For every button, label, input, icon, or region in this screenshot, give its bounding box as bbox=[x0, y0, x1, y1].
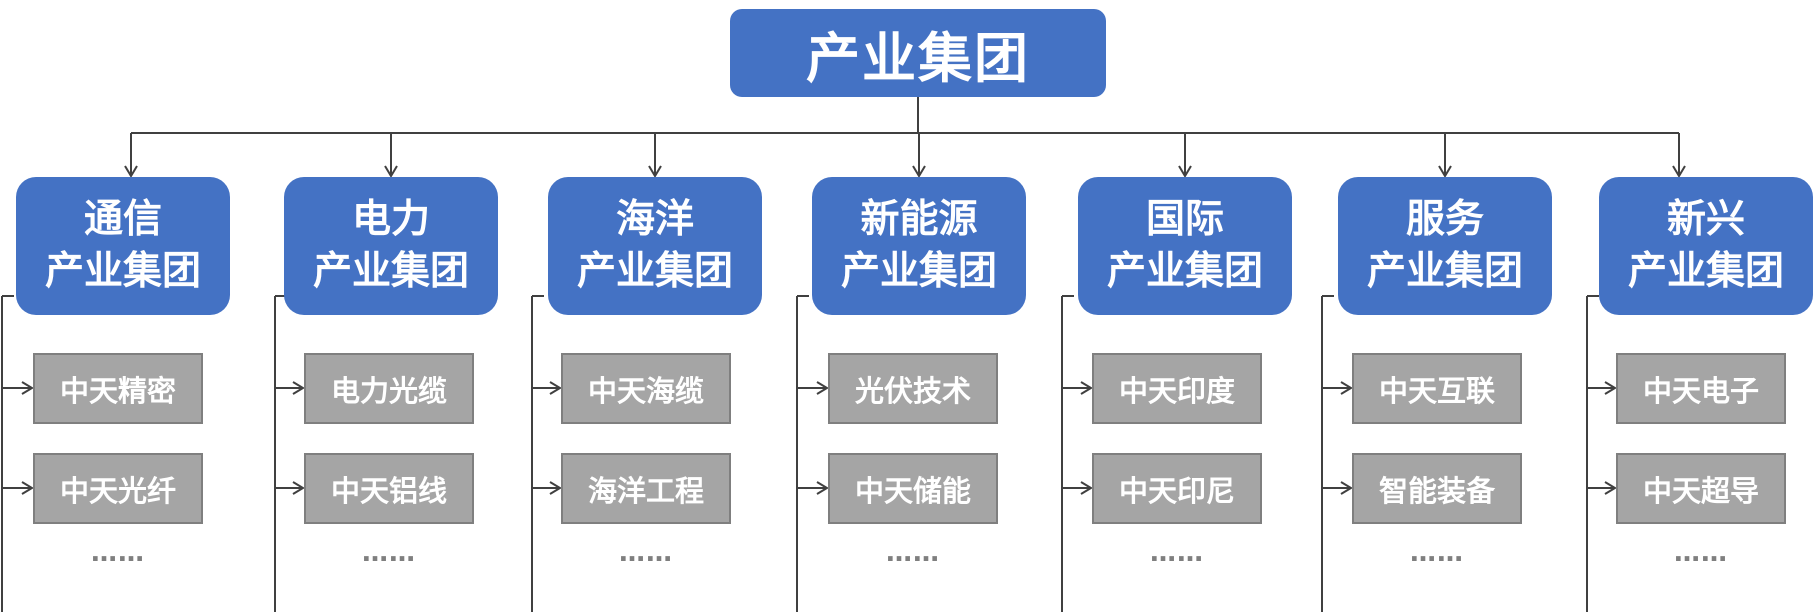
arrow-right-icon bbox=[549, 381, 562, 395]
arrow-right-icon bbox=[1340, 481, 1353, 495]
more-ellipsis: …… bbox=[619, 538, 673, 568]
company-node: 光伏技术 bbox=[828, 353, 998, 424]
company-node: 中天铝线 bbox=[304, 453, 474, 524]
arrow-down-icon bbox=[648, 165, 662, 178]
group-node-xinxing: 新兴 产业集团 bbox=[1599, 177, 1813, 315]
arrow-down-icon bbox=[124, 165, 138, 178]
arrow-down-icon bbox=[1672, 165, 1686, 178]
more-ellipsis: …… bbox=[1150, 538, 1204, 568]
company-node: 中天光纤 bbox=[33, 453, 203, 524]
group-node-xinnengyuan: 新能源 产业集团 bbox=[812, 177, 1026, 315]
more-ellipsis: …… bbox=[886, 538, 940, 568]
group-node-haiyang: 海洋 产业集团 bbox=[548, 177, 762, 315]
company-node: 中天互联 bbox=[1352, 353, 1522, 424]
group-name: 国际 bbox=[1145, 197, 1224, 242]
group-suffix: 产业集团 bbox=[1366, 249, 1523, 294]
group-name: 服务 bbox=[1405, 197, 1484, 242]
arrow-right-icon bbox=[292, 481, 305, 495]
group-name: 电力 bbox=[351, 197, 430, 242]
company-node: 中天海缆 bbox=[561, 353, 731, 424]
group-name: 新兴 bbox=[1666, 197, 1745, 242]
more-ellipsis: …… bbox=[362, 538, 416, 568]
group-suffix: 产业集团 bbox=[1627, 249, 1784, 294]
arrow-right-icon bbox=[816, 481, 829, 495]
more-ellipsis: …… bbox=[91, 538, 145, 568]
arrow-right-icon bbox=[549, 481, 562, 495]
arrow-down-icon bbox=[384, 165, 398, 178]
group-suffix: 产业集团 bbox=[312, 249, 469, 294]
group-suffix: 产业集团 bbox=[1106, 249, 1263, 294]
group-name: 新能源 bbox=[860, 197, 978, 242]
more-ellipsis: …… bbox=[1674, 538, 1728, 568]
arrow-down-icon bbox=[1178, 165, 1192, 178]
group-node-fuwu: 服务 产业集团 bbox=[1338, 177, 1552, 315]
arrow-right-icon bbox=[292, 381, 305, 395]
company-node: 中天印尼 bbox=[1092, 453, 1262, 524]
group-node-tongxin: 通信 产业集团 bbox=[16, 177, 230, 315]
arrow-right-icon bbox=[21, 381, 34, 395]
company-node: 中天精密 bbox=[33, 353, 203, 424]
arrow-right-icon bbox=[21, 481, 34, 495]
arrow-right-icon bbox=[1604, 381, 1617, 395]
company-node: 智能装备 bbox=[1352, 453, 1522, 524]
company-node: 电力光缆 bbox=[304, 353, 474, 424]
arrow-right-icon bbox=[1604, 481, 1617, 495]
more-ellipsis: …… bbox=[1410, 538, 1464, 568]
company-node: 中天超导 bbox=[1616, 453, 1786, 524]
group-suffix: 产业集团 bbox=[44, 249, 201, 294]
company-node: 海洋工程 bbox=[561, 453, 731, 524]
company-node: 中天印度 bbox=[1092, 353, 1262, 424]
arrow-right-icon bbox=[1080, 381, 1093, 395]
company-node: 中天储能 bbox=[828, 453, 998, 524]
arrow-right-icon bbox=[1080, 481, 1093, 495]
group-node-guoji: 国际 产业集团 bbox=[1078, 177, 1292, 315]
group-suffix: 产业集团 bbox=[576, 249, 733, 294]
arrow-right-icon bbox=[1340, 381, 1353, 395]
group-suffix: 产业集团 bbox=[840, 249, 997, 294]
group-node-dianli: 电力 产业集团 bbox=[284, 177, 498, 315]
root-node: 产业集团 bbox=[730, 9, 1106, 97]
group-name: 海洋 bbox=[615, 197, 694, 242]
arrow-down-icon bbox=[912, 165, 926, 178]
arrow-down-icon bbox=[1438, 165, 1452, 178]
group-name: 通信 bbox=[83, 197, 162, 242]
arrow-right-icon bbox=[816, 381, 829, 395]
company-node: 中天电子 bbox=[1616, 353, 1786, 424]
